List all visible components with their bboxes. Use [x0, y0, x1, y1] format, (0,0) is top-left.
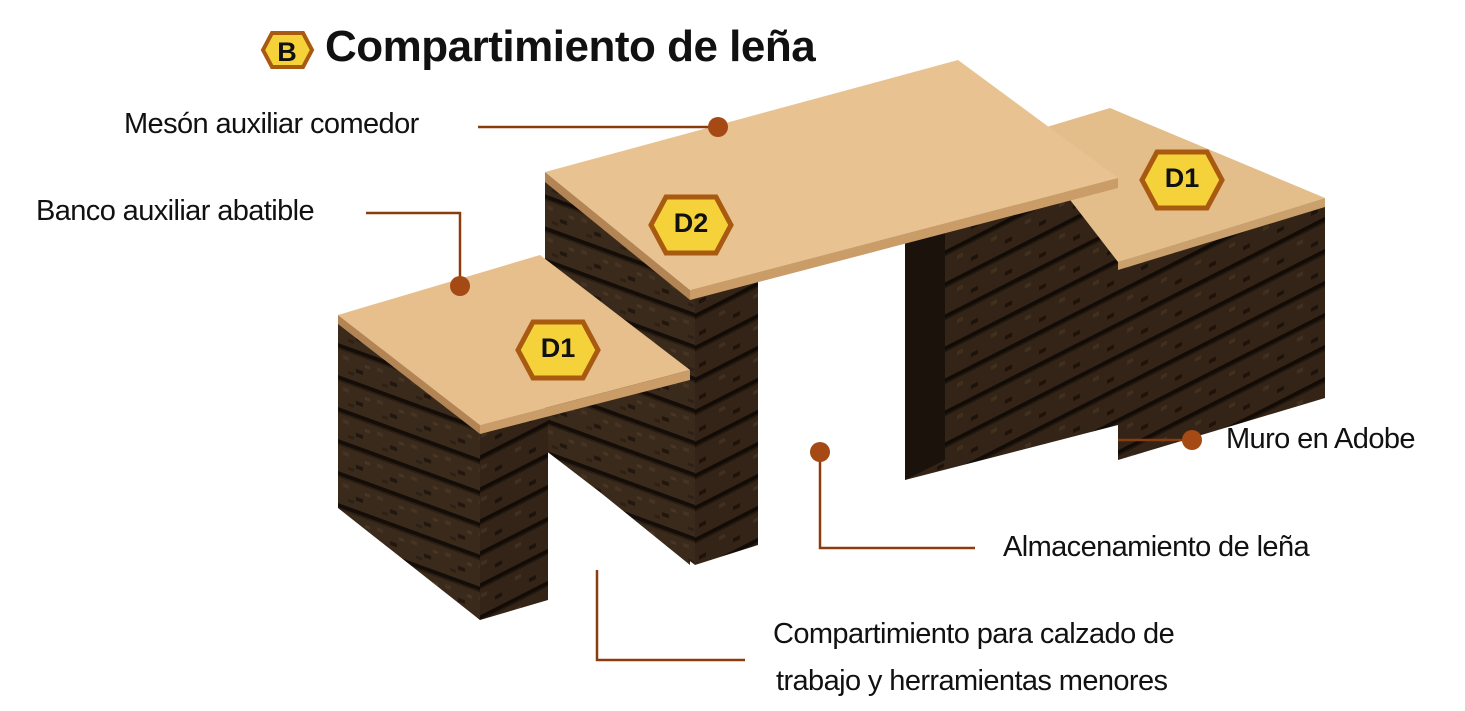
badge-d1-right: D1 [1164, 163, 1200, 193]
leader-dots [450, 117, 1202, 462]
dot-almacenamiento [810, 442, 830, 462]
dot-muro [1182, 430, 1202, 450]
table-top-edge [690, 178, 1118, 300]
label-muro: Muro en Adobe [1226, 423, 1416, 455]
adobe-wall [338, 322, 480, 620]
label-almacenamiento: Almacenamiento de leña [1003, 531, 1310, 563]
page-title: Compartimiento de leña [325, 22, 816, 71]
title-badge-letter: B [277, 37, 297, 67]
label-compartimiento-line2: trabajo y herramientas menores [776, 665, 1168, 697]
table-top-edge [480, 370, 690, 434]
dot-banco [450, 276, 470, 296]
label-meson: Mesón auxiliar comedor [124, 108, 419, 140]
table-top [338, 255, 690, 425]
leader-compartimiento [595, 570, 745, 662]
adobe-wall [905, 185, 1118, 480]
badge-d2-icon [648, 194, 734, 256]
table-top-edge [545, 172, 690, 300]
badge-d1-right-icon [1139, 149, 1225, 211]
badge-d2: D2 [673, 208, 709, 238]
adobe-wall [548, 380, 690, 565]
table-top-edge [338, 315, 480, 434]
adobe-wall [905, 225, 945, 480]
badge-d1-left-icon [515, 319, 601, 381]
adobe-wall [695, 278, 758, 565]
leader-banco [366, 211, 462, 285]
leader-almacenamiento [818, 452, 975, 550]
adobe-wall [1118, 200, 1325, 460]
title-badge-icon [260, 31, 315, 69]
label-compartimiento-line1: Compartimiento para calzado de [773, 618, 1175, 650]
dot-meson [708, 117, 728, 137]
adobe-wall [480, 410, 548, 620]
table-top-edge [1118, 198, 1325, 270]
leader-lines [366, 125, 1192, 662]
badge-d1-left: D1 [540, 333, 576, 363]
label-banco: Banco auxiliar abatible [36, 195, 315, 227]
